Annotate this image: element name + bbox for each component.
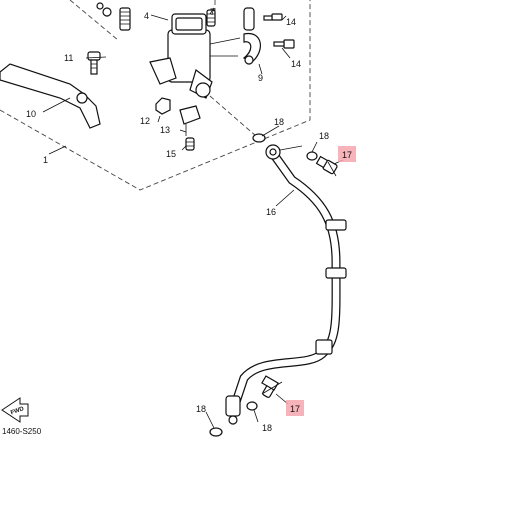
- callout-18-c: 18: [196, 404, 206, 414]
- callout-18-a: 18: [274, 117, 284, 127]
- callout-14-bottom: 14: [291, 59, 301, 69]
- callout-4: 4: [144, 11, 149, 21]
- screw-part-15: [185, 137, 195, 151]
- leader-lines: [42, 7, 344, 429]
- callout-11: 11: [64, 53, 73, 63]
- bolt-part-14-bottom: [273, 39, 295, 49]
- brake-hose-part-16: [231, 147, 347, 407]
- bolt-part-14-top: [263, 13, 283, 21]
- callout-15: 15: [166, 149, 176, 159]
- clamp-part-9: [242, 7, 261, 65]
- nut-part-12: [155, 97, 171, 115]
- callout-14-top: 14: [286, 17, 296, 27]
- brake-lever-part-10: [0, 63, 101, 129]
- washer-part-18-c: [209, 427, 223, 437]
- washer-part-18-b: [306, 151, 318, 161]
- leader-line-cylinder-hose: [209, 95, 257, 137]
- drawing-code: 1460-S250: [2, 427, 42, 436]
- switch-part-13: [179, 105, 201, 136]
- fwd-arrow-icon: FWD: [1, 397, 29, 423]
- callout-7: 7: [210, 7, 215, 17]
- callout-13: 13: [160, 125, 170, 135]
- callout-18-d: 18: [262, 423, 272, 433]
- callout-12: 12: [140, 116, 150, 126]
- callout-17-lower: 17: [290, 404, 300, 414]
- spring-part-4: [96, 2, 131, 31]
- bolt-part-11: [87, 51, 101, 75]
- callout-10: 10: [26, 109, 36, 119]
- master-cylinder: [149, 13, 241, 99]
- callout-1: 1: [43, 155, 48, 165]
- union-bolt-part-17-lower: [261, 375, 283, 398]
- screw-part-7: [206, 9, 216, 27]
- svg-text:FWD: FWD: [10, 406, 26, 417]
- washer-part-18-d: [246, 401, 258, 411]
- callout-18-b: 18: [319, 131, 329, 141]
- callout-9: 9: [258, 73, 263, 83]
- banjo-fitting-upper: [265, 144, 303, 160]
- highlight-part-17-upper: [338, 146, 356, 162]
- callout-16: 16: [266, 207, 276, 217]
- highlight-part-17-lower: [286, 400, 304, 416]
- union-bolt-part-17-upper: [315, 155, 338, 177]
- banjo-fitting-lower: [225, 395, 241, 425]
- callout-17-upper: 17: [342, 150, 352, 160]
